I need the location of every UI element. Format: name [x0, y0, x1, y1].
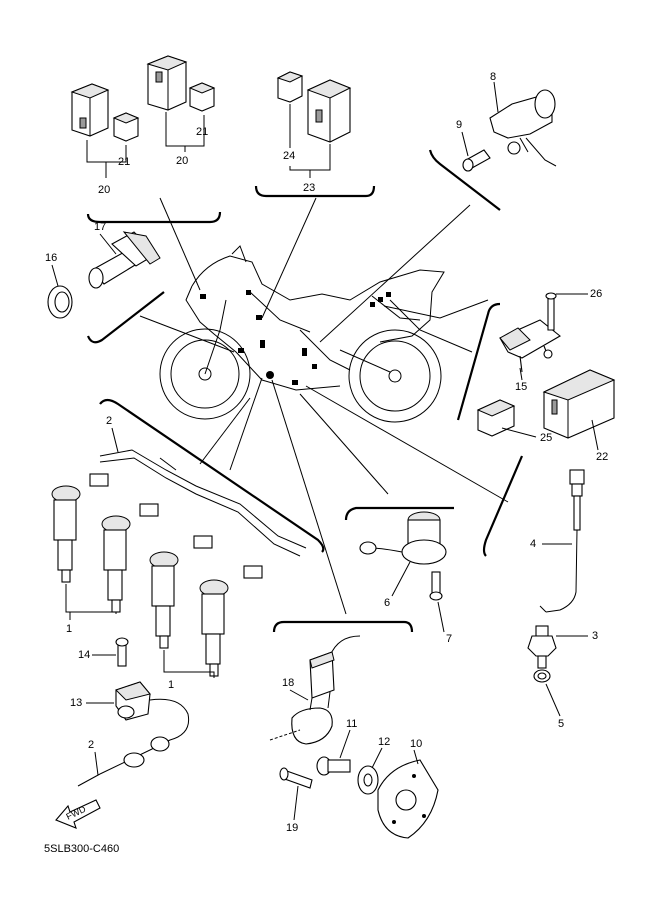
bolt-14 [115, 637, 129, 667]
label-12: 12 [378, 736, 390, 748]
relay-24 [276, 71, 304, 103]
bolt-9 [462, 149, 491, 172]
ignition-coil-3 [149, 551, 179, 649]
washer-5 [533, 669, 551, 683]
label-21-right: 21 [196, 126, 208, 138]
label-9: 9 [456, 119, 462, 131]
label-2-bottom: 2 [88, 739, 94, 751]
label-7: 7 [446, 633, 452, 645]
label-10: 10 [410, 738, 422, 750]
relay-group-23-24: 24 23 [254, 71, 376, 198]
cable-boot-a [150, 736, 170, 752]
ignition-coil-1 [51, 485, 81, 583]
label-3: 3 [592, 630, 598, 642]
bolt-7 [429, 571, 443, 601]
label-1-bottom: 1 [168, 679, 174, 691]
sensor-6 [359, 511, 447, 565]
label-20-right: 20 [176, 155, 188, 167]
connector-c [193, 535, 213, 549]
rotor-10 [377, 759, 439, 839]
label-5: 5 [558, 718, 564, 730]
label-8: 8 [490, 71, 496, 83]
label-22: 22 [596, 451, 608, 463]
relay-25 [476, 399, 516, 437]
bolt-26 [545, 292, 557, 331]
sensor-15 [499, 319, 561, 373]
relay-21-left [112, 112, 140, 142]
relay-20-left [70, 83, 110, 137]
label-1-top: 1 [66, 623, 72, 635]
bolt-11 [316, 756, 351, 776]
fwd-arrow: FWD [55, 799, 101, 829]
connector-d [243, 565, 263, 579]
ignition-coil-4 [199, 579, 229, 677]
bolt-19 [279, 767, 313, 789]
ignition-coil-2 [101, 515, 131, 613]
label-2-top: 2 [106, 415, 112, 427]
label-15: 15 [515, 381, 527, 393]
relay-20-right [146, 55, 188, 111]
label-6: 6 [384, 597, 390, 609]
washer-12 [357, 765, 379, 795]
relay-group-20-21: 21 20 21 20 [70, 55, 222, 224]
sensor-3-4-5-group: 4 3 5 [482, 455, 598, 730]
sensor-16-17-group: 17 16 [45, 221, 165, 344]
label-16: 16 [45, 252, 57, 264]
callout-lines [139, 197, 509, 615]
cable-4 [539, 469, 585, 613]
cable-boot-b [123, 752, 145, 768]
relay-23 [306, 79, 352, 143]
sensor-3 [527, 625, 557, 669]
relay-21-right [188, 82, 216, 112]
label-13: 13 [70, 697, 82, 709]
harness-coil-group: 2 1 [51, 398, 325, 691]
sensor-17 [88, 231, 161, 289]
drawing-code: 5SLB300-C460 [44, 843, 119, 855]
label-21-left: 21 [118, 156, 130, 168]
motorcycle-outline [159, 245, 445, 423]
sensor-6-7-group: 6 7 [344, 506, 454, 645]
label-18: 18 [282, 677, 294, 689]
label-20-left: 20 [98, 184, 110, 196]
label-26: 26 [590, 288, 602, 300]
label-23: 23 [303, 182, 315, 194]
sensor-13 [115, 681, 151, 721]
sensor-13-14-group: 14 13 2 [70, 637, 190, 787]
label-19: 19 [286, 822, 298, 834]
pickup-coil-18 [291, 635, 361, 745]
connector-b [139, 503, 159, 517]
sensor-8-9-group: 8 9 [428, 71, 557, 211]
sensor-8 [489, 89, 557, 167]
label-24: 24 [283, 150, 295, 162]
pickup-group: 18 11 12 10 19 [269, 620, 439, 839]
ecu-group: 26 15 25 22 [456, 288, 616, 463]
connector-a [89, 473, 109, 487]
label-4: 4 [530, 538, 536, 550]
label-17: 17 [94, 221, 106, 233]
label-11: 11 [346, 718, 357, 730]
washer-16 [47, 285, 73, 319]
label-25: 25 [540, 432, 552, 444]
label-14: 14 [78, 649, 90, 661]
ecu-22 [542, 369, 616, 439]
